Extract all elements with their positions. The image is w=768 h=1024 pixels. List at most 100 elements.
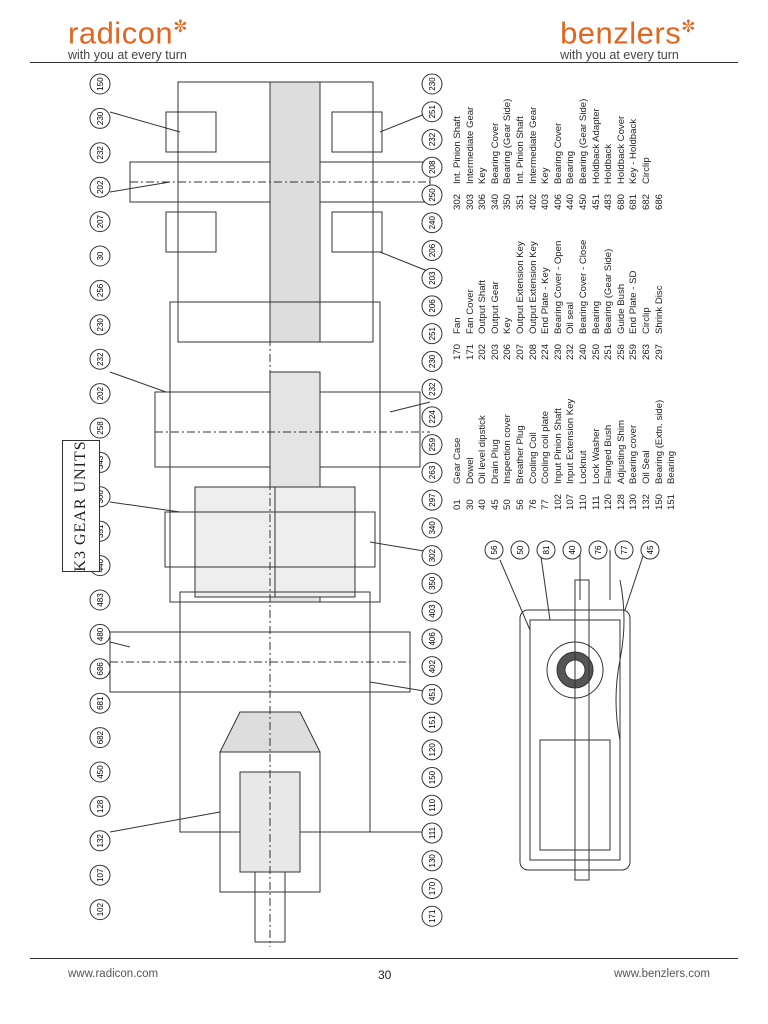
part-number: 01 [452,499,463,510]
callout-label: 230 [89,107,111,129]
part-name: Int. Pinion Shaft [452,116,463,184]
svg-text:480: 480 [96,627,105,641]
svg-text:206: 206 [428,243,437,257]
callout-label: 259 [421,434,443,456]
inset-callout-label: 56 [484,540,504,560]
callout-label: 130 [421,850,443,872]
svg-text:56: 56 [490,545,499,554]
callout-label: 170 [421,878,443,900]
part-name: Dowel [464,457,476,484]
part-number: 297 [653,343,665,360]
part-number: 30 [464,499,476,510]
inset-callout-label: 50 [510,540,530,560]
part-name: Bearing Cover [552,122,564,184]
part-number: 682 [640,193,652,210]
part-number: 128 [615,493,627,510]
inset-callout-label: 77 [614,540,634,560]
callout-label: 30 [89,245,111,267]
callout-label: 110 [421,794,443,816]
part-name: Inspection cover [502,414,514,484]
callout-label: 206 [421,239,443,261]
inset-callout-label: 81 [536,540,556,560]
callout-label: 263 [421,461,443,483]
svg-text:232: 232 [96,352,105,366]
svg-text:258: 258 [96,421,105,435]
callout-label: 681 [89,692,111,714]
svg-text:150: 150 [428,770,437,784]
footer-divider [30,958,738,959]
part-name: Bearing Cover - Close [577,239,589,334]
callout-label: 128 [89,795,111,817]
svg-text:251: 251 [428,326,437,340]
callout-label: 406 [421,628,443,650]
svg-text:681: 681 [96,696,105,710]
svg-text:81: 81 [542,545,551,554]
svg-text:230: 230 [96,318,105,332]
part-name: Bearing Cover [489,122,501,184]
callout-label: 480 [89,623,111,645]
part-number: 130 [628,493,640,510]
svg-text:251: 251 [428,105,437,119]
section-title: K3 GEAR UNITS [72,440,89,572]
part-number: 258 [615,343,627,360]
svg-text:686: 686 [96,662,105,676]
part-name: Bearing (Extn. side) [653,399,665,484]
part-name: Fan Cover [464,289,476,334]
part-name: Output Extension Key [527,241,539,334]
callout-label: 207 [89,211,111,233]
callout-label: 206 [421,295,443,317]
part-number: 206 [502,343,514,360]
part-number: 440 [565,193,577,210]
svg-text:202: 202 [96,180,105,194]
part-number: 232 [565,343,577,360]
part-number: 483 [603,193,615,210]
svg-text:232: 232 [428,132,437,146]
part-number: 451 [590,193,602,210]
svg-text:77: 77 [620,545,629,554]
part-name: Guide Bush [615,283,627,334]
part-name: Holdback Adapter [590,108,602,184]
svg-text:403: 403 [428,604,437,618]
svg-text:102: 102 [96,902,105,916]
benzlers-logo: benzlers✼ with you at every turn [560,10,696,63]
part-name: Drain Plug [489,439,501,484]
part-number: 340 [489,193,501,210]
svg-text:351: 351 [96,524,105,538]
footer-right-url[interactable]: www.benzlers.com [614,968,710,980]
part-number: 111 [590,495,602,510]
part-number: 351 [514,193,526,210]
svg-text:30: 30 [96,251,105,260]
callout-label: 251 [421,323,443,345]
svg-text:230: 230 [96,111,105,125]
callout-label: 340 [421,517,443,539]
part-name: Bearing [565,150,577,184]
part-number: 230 [552,343,564,360]
svg-text:340: 340 [428,521,437,535]
part-name: Output Shaft [477,280,489,334]
part-name: Circlip [640,307,652,334]
callout-label: 102 [89,899,111,921]
svg-text:350: 350 [428,576,437,590]
footer-left-url[interactable]: www.radicon.com [68,968,159,980]
callout-label: 251 [421,101,443,123]
callout-label: 240 [421,212,443,234]
callout-label: 150 [421,767,443,789]
part-number: 350 [502,193,514,210]
svg-text:202: 202 [96,386,105,400]
part-name: Bearing [590,300,602,334]
svg-text:232: 232 [96,146,105,160]
part-name: Bearing (Gear Side) [577,98,589,184]
part-name: Bearing (Gear Side) [603,248,615,334]
part-number: 240 [577,343,589,360]
part-number: 107 [565,493,577,510]
callout-label: 120 [421,739,443,761]
svg-text:240: 240 [428,215,437,229]
part-name: Holdback Cover [615,115,627,184]
part-number: 102 [552,493,564,510]
part-name: Int. Pinion Shaft [514,116,526,184]
part-number: 403 [540,193,552,210]
callout-label: 403 [421,600,443,622]
svg-text:302: 302 [428,548,437,562]
part-name: Circlip [640,157,652,184]
